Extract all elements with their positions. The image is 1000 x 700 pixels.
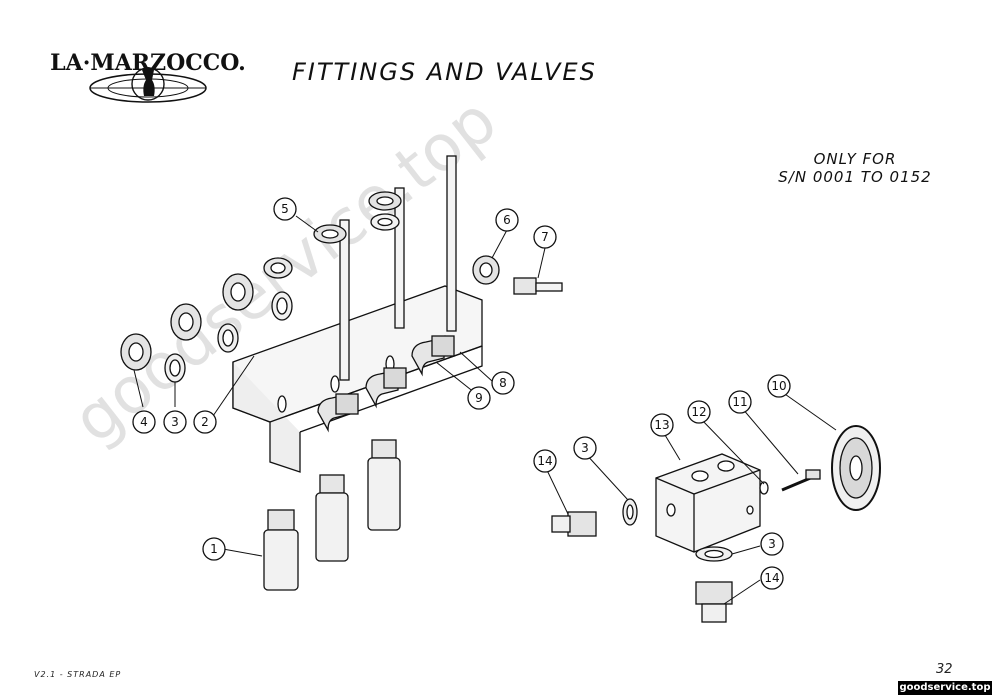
callout-11: 11 — [728, 390, 752, 414]
callout-6: 6 — [495, 208, 519, 232]
callout-8-label: 8 — [499, 376, 507, 390]
callout-3b: 3 — [573, 436, 597, 460]
callout-5: 5 — [273, 197, 297, 221]
callout-1: 1 — [202, 537, 226, 561]
callout-13: 13 — [650, 413, 674, 437]
valve-block-assembly — [551, 425, 881, 623]
callout-12: 12 — [687, 400, 711, 424]
serial-note-line2: S/N 0001 TO 0152 — [778, 168, 932, 186]
callout-10: 10 — [767, 374, 791, 398]
left-nuts-washers — [120, 257, 293, 383]
callout-9-label: 9 — [475, 391, 483, 405]
page-title: FITTINGS AND VALVES — [292, 58, 597, 86]
lower-couplings — [263, 439, 401, 591]
callout-13-label: 13 — [654, 418, 669, 432]
callout-10-label: 10 — [771, 379, 786, 393]
callout-4-label: 4 — [140, 415, 148, 429]
la-marzocco-logo: LA·MARZOCCO. — [50, 50, 246, 103]
callout-7: 7 — [533, 225, 557, 249]
callout-3c: 3 — [760, 532, 784, 556]
callout-8: 8 — [491, 371, 515, 395]
model-label: V2.1 - STRADA EP — [34, 670, 122, 679]
callout-14-label: 14 — [764, 571, 779, 585]
rod-nuts — [313, 191, 402, 244]
part-bracket — [232, 285, 483, 473]
vertical-tubes — [339, 155, 457, 381]
serial-note: ONLY FOR S/N 0001 TO 0152 — [745, 150, 965, 186]
callout-3-label: 3 — [581, 441, 589, 455]
callout-1-label: 1 — [210, 542, 218, 556]
callout-2: 2 — [193, 410, 217, 434]
callout-2-label: 2 — [201, 415, 209, 429]
callout-3-label: 3 — [171, 415, 179, 429]
page-number: 32 — [936, 662, 953, 677]
site-badge: goodservice.top — [898, 681, 992, 695]
elbow-fittings — [317, 335, 455, 433]
callout-14a: 14 — [533, 449, 557, 473]
callout-11-label: 11 — [732, 395, 747, 409]
callout-12-label: 12 — [691, 405, 706, 419]
callout-14b: 14 — [760, 566, 784, 590]
callout-7-label: 7 — [541, 230, 549, 244]
callout-markers: 1 2 3 4 5 6 7 8 9 10 11 12 13 14 3 3 14 — [132, 197, 791, 590]
callout-9: 9 — [467, 386, 491, 410]
callout-3a: 3 — [163, 410, 187, 434]
callout-14-label: 14 — [537, 454, 552, 468]
callout-4: 4 — [132, 410, 156, 434]
right-fittings — [472, 255, 563, 295]
callout-5-label: 5 — [281, 202, 289, 216]
callout-3-label: 3 — [768, 537, 776, 551]
brand-wordmark: LA·MARZOCCO. — [50, 50, 246, 76]
serial-note-line1: ONLY FOR — [813, 150, 897, 168]
callout-6-label: 6 — [503, 213, 511, 227]
